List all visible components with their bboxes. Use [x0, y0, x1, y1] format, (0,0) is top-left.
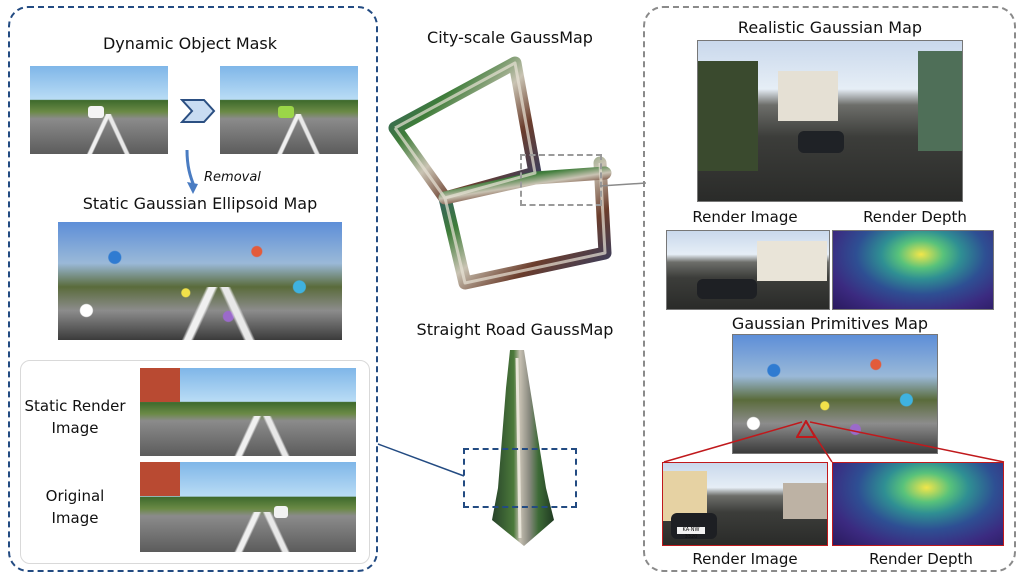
red-zoom-lines: [662, 420, 1006, 464]
parked-car: KA·NW 3320: [671, 513, 717, 540]
parked-car: [798, 131, 844, 153]
city-zoom-box: [520, 154, 602, 206]
chevron-right-icon: [179, 98, 216, 124]
original-image-label: Original Image: [45, 487, 105, 527]
license-plate: KA·NW 3320: [677, 527, 705, 540]
road-zoom-box: [463, 448, 577, 508]
straight-road-gaussmap-title: Straight Road GaussMap: [416, 320, 614, 339]
render-image-label-2: Render Image: [692, 550, 798, 568]
realistic-gaussian-map-title: Realistic Gaussian Map: [737, 18, 923, 37]
realistic-gaussian-map-image: [697, 40, 963, 202]
building: [663, 471, 707, 521]
house-roof: [140, 368, 180, 402]
masked-frame-image: [220, 66, 358, 154]
realistic-gaussian-panel: [643, 6, 1016, 572]
dynamic-removal-panel: [8, 6, 378, 572]
static-gaussian-ellipsoid-map-image: [58, 222, 342, 340]
gaussian-primitives-map-image: [732, 334, 938, 454]
render-image-1: [666, 230, 830, 310]
building-right: [918, 51, 962, 151]
removal-arrow-icon: [178, 148, 208, 194]
original-frame-image: [30, 66, 168, 154]
render-depth-1: [832, 230, 994, 310]
render-depth-label-1: Render Depth: [863, 208, 967, 226]
building: [757, 241, 827, 281]
building-right: [783, 483, 827, 519]
static-render-image: [140, 368, 356, 456]
city-scale-gaussmap-image: [385, 48, 630, 293]
dynamic-object-mask-title: Dynamic Object Mask: [102, 34, 278, 53]
house-roof: [140, 462, 180, 496]
city-zoom-connector: [599, 176, 647, 187]
removal-label: Removal: [204, 170, 261, 185]
masked-car: [278, 106, 294, 118]
original-car: [274, 506, 288, 518]
static-render-compare-box: [20, 360, 370, 564]
parked-car: [697, 279, 757, 299]
building: [778, 71, 838, 121]
hedge: [698, 61, 758, 171]
render-depth-label-2: Render Depth: [869, 550, 973, 568]
original-image: [140, 462, 356, 552]
render-depth-2: [832, 462, 1004, 546]
city-scale-gaussmap-title: City-scale GaussMap: [427, 28, 593, 47]
gaussian-primitives-map-title: Gaussian Primitives Map: [731, 314, 929, 333]
static-gaussian-map-title: Static Gaussian Ellipsoid Map: [82, 194, 318, 213]
render-image-label-1: Render Image: [692, 208, 798, 226]
connector-line: [370, 440, 470, 480]
dynamic-car: [88, 106, 104, 118]
render-image-2: KA·NW 3320: [662, 462, 828, 546]
static-render-image-label: Static Render Image: [24, 397, 126, 437]
